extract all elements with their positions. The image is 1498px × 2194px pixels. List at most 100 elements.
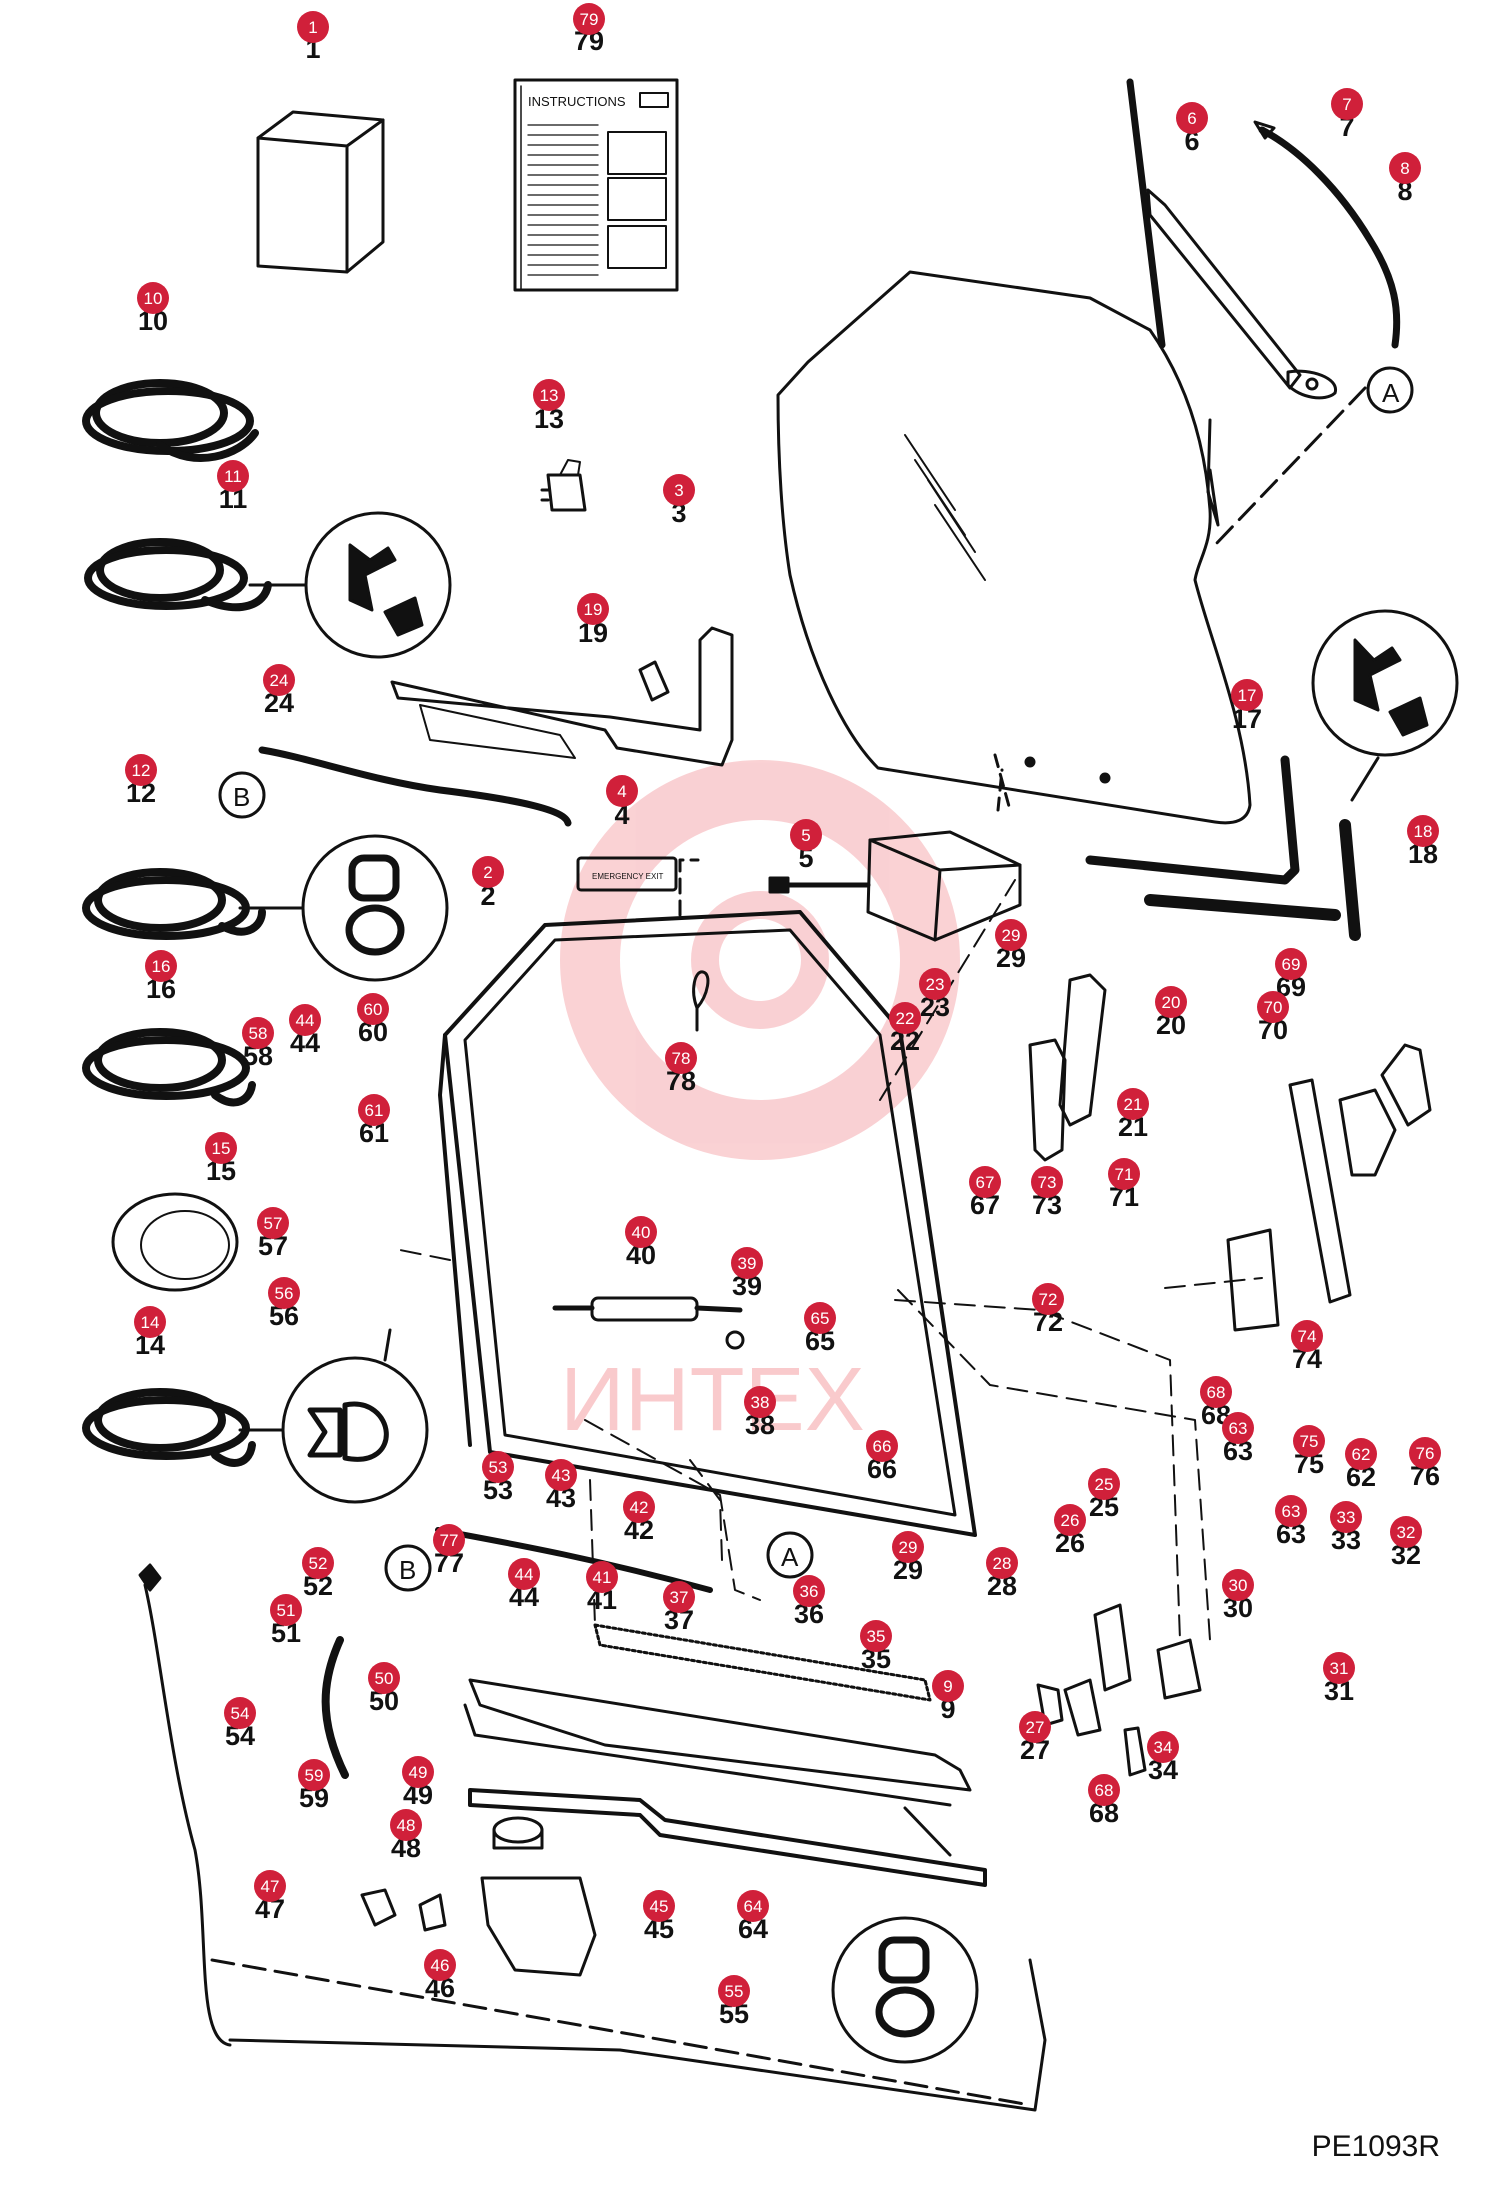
- callout-badge-circle[interactable]: [1390, 1516, 1422, 1548]
- callout-badge-circle[interactable]: [1231, 679, 1263, 711]
- callout-badge-circle[interactable]: [508, 1558, 540, 1590]
- callout-badge-circle[interactable]: [793, 1575, 825, 1607]
- callout-badge-circle[interactable]: [866, 1430, 898, 1462]
- callout-badge-circle[interactable]: [357, 993, 389, 1025]
- callout-badge-circle[interactable]: [1291, 1320, 1323, 1352]
- callout-badge-circle[interactable]: [1275, 948, 1307, 980]
- callout-badge-circle[interactable]: [665, 1042, 697, 1074]
- callout-badge-circle[interactable]: [1407, 815, 1439, 847]
- callout-badge-circle[interactable]: [986, 1547, 1018, 1579]
- callout-badge-circle[interactable]: [1275, 1495, 1307, 1527]
- callout-badge-circle[interactable]: [1330, 1501, 1362, 1533]
- callout-badge-circle[interactable]: [134, 1306, 166, 1338]
- callout-badge-circle[interactable]: [297, 11, 329, 43]
- callout-badge-circle[interactable]: [995, 919, 1027, 951]
- callout-badge-circle[interactable]: [125, 754, 157, 786]
- callout-badge-circle[interactable]: [482, 1451, 514, 1483]
- callout-badge-circle[interactable]: [1345, 1438, 1377, 1470]
- callout-9[interactable]: 99: [932, 1670, 964, 1724]
- callout-badge-circle[interactable]: [889, 1002, 921, 1034]
- callout-badge-circle[interactable]: [1176, 102, 1208, 134]
- callout-badge-circle[interactable]: [1222, 1412, 1254, 1444]
- callout-badge-circle[interactable]: [1222, 1569, 1254, 1601]
- callout-badge-circle[interactable]: [1088, 1774, 1120, 1806]
- callout-badge-circle[interactable]: [268, 1277, 300, 1309]
- callout-badge-circle[interactable]: [932, 1670, 964, 1702]
- callout-badge-circle[interactable]: [270, 1594, 302, 1626]
- callout-badge-circle[interactable]: [302, 1547, 334, 1579]
- callout-4[interactable]: 44: [606, 775, 638, 830]
- callout-badge-circle[interactable]: [289, 1004, 321, 1036]
- callout-badge-circle[interactable]: [919, 968, 951, 1000]
- callout-badge-circle[interactable]: [472, 856, 504, 888]
- callout-badge-circle[interactable]: [1389, 152, 1421, 184]
- callout-badge-circle[interactable]: [298, 1759, 330, 1791]
- callout-badge-circle[interactable]: [1108, 1158, 1140, 1190]
- callout-badge-circle[interactable]: [663, 474, 695, 506]
- callout-8[interactable]: 88: [1389, 152, 1421, 206]
- callout-badge-circle[interactable]: [1088, 1468, 1120, 1500]
- callout-badge-circle[interactable]: [545, 1459, 577, 1491]
- callout-badge-circle[interactable]: [731, 1247, 763, 1279]
- callout-badge-circle[interactable]: [1147, 1731, 1179, 1763]
- callout-badge-circle[interactable]: [1293, 1425, 1325, 1457]
- callout-badge-circle[interactable]: [586, 1561, 618, 1593]
- callout-badge-circle[interactable]: [1054, 1504, 1086, 1536]
- callout-badge-circle[interactable]: [718, 1975, 750, 2007]
- callout-badge-circle[interactable]: [224, 1697, 256, 1729]
- callout-badge-circle[interactable]: [1200, 1376, 1232, 1408]
- callout-badge-circle[interactable]: [402, 1756, 434, 1788]
- callout-badge-circle[interactable]: [1019, 1711, 1051, 1743]
- callout-badge-circle[interactable]: [643, 1890, 675, 1922]
- callout-badge-circle[interactable]: [1257, 991, 1289, 1023]
- callout-badge-circle[interactable]: [892, 1531, 924, 1563]
- callout-badge-circle[interactable]: [625, 1216, 657, 1248]
- callout-badge-circle[interactable]: [790, 819, 822, 851]
- callout-badge-circle[interactable]: [860, 1620, 892, 1652]
- callout-badge-circle[interactable]: [242, 1017, 274, 1049]
